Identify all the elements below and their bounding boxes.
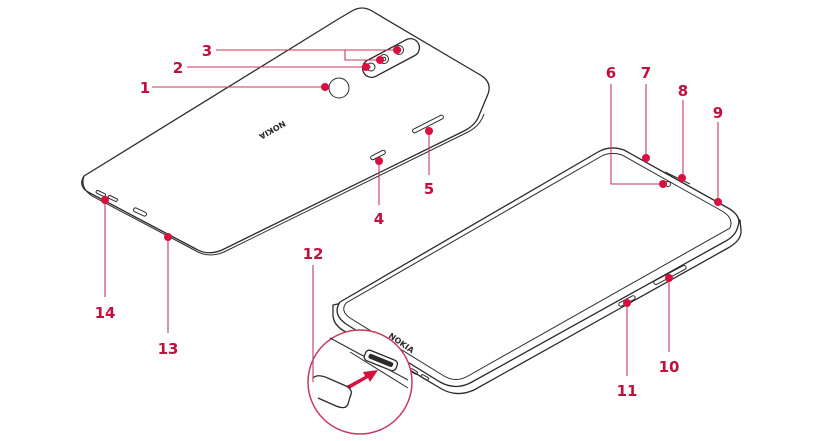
callout-dot-9	[714, 198, 722, 206]
callout-label-10: 10	[659, 358, 680, 376]
callout-dot-3b	[393, 46, 401, 54]
callout-label-13: 13	[158, 340, 179, 358]
callout-dot-2	[362, 63, 370, 71]
callout-dot-8	[678, 174, 686, 182]
callout-label-6: 6	[606, 64, 616, 82]
callout-label-3: 3	[202, 42, 212, 60]
callout-dot-11	[623, 299, 631, 307]
callout-label-5: 5	[424, 180, 434, 198]
callout-label-2: 2	[173, 59, 183, 77]
callout-dot-6	[659, 180, 667, 188]
callout-dot-14	[101, 196, 109, 204]
callout-label-1: 1	[140, 79, 150, 97]
callout-label-14: 14	[95, 304, 116, 322]
callout-dot-1	[321, 83, 329, 91]
callout-label-7: 7	[641, 64, 651, 82]
callout-label-4: 4	[374, 210, 384, 228]
callout-dot-10	[665, 274, 673, 282]
callout-dot-3a	[376, 56, 384, 64]
callout-dot-13	[164, 233, 172, 241]
callout-label-12: 12	[303, 245, 324, 263]
callout-label-8: 8	[678, 82, 688, 100]
callout-label-9: 9	[713, 104, 723, 122]
callout-dot-4	[375, 157, 383, 165]
usb-port-detail	[308, 330, 412, 434]
callout-dot-7	[642, 154, 650, 162]
callout-dot-5	[425, 127, 433, 135]
callout-label-11: 11	[617, 382, 638, 400]
